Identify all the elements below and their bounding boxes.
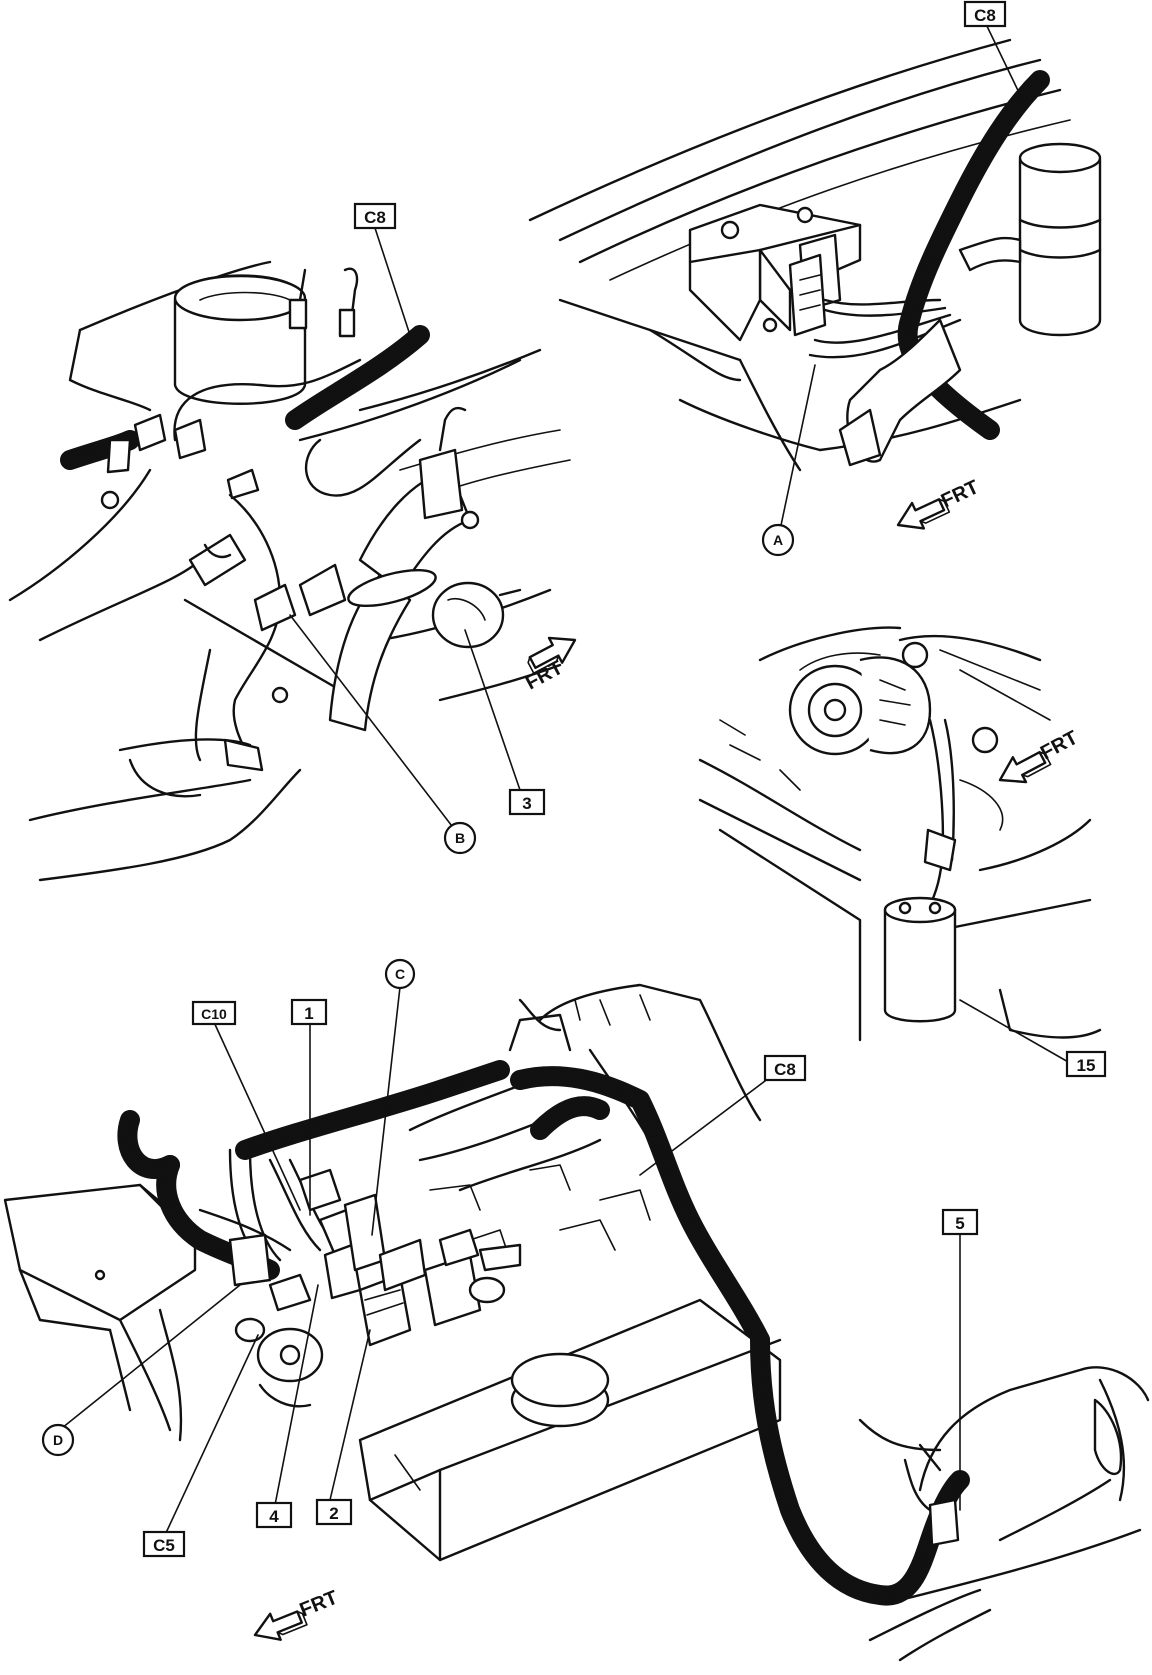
frt-label-bottom-view: FRT [297, 1587, 341, 1622]
leader-c8-top [984, 21, 1026, 106]
callout-2-label: 2 [329, 1504, 338, 1523]
leader-d [61, 1284, 241, 1429]
leader-c8-bottom [639, 1074, 774, 1176]
leader-a [779, 364, 816, 531]
callout-c8-top [963, 0, 1007, 28]
callout-1 [290, 998, 328, 1026]
leader-c [371, 986, 401, 1236]
callout-b [443, 821, 477, 855]
leader-c8-left [374, 227, 411, 336]
callout-c8-bottom [763, 1054, 807, 1082]
view-top-left-engine [8, 260, 571, 882]
callout-b-label: B [455, 830, 465, 846]
frt-arrow-left-view: FRT [521, 626, 583, 694]
callout-c8-top-label: C8 [974, 6, 996, 25]
leader-3 [464, 629, 521, 791]
callout-2 [315, 1498, 353, 1526]
callout-3-label: 3 [522, 794, 531, 813]
view-middle-right-engine [698, 626, 1102, 1042]
callout-c8-left [353, 202, 397, 230]
callout-15-label: 15 [1077, 1056, 1096, 1075]
callout-15 [1065, 1050, 1107, 1078]
callout-c10 [191, 1000, 237, 1026]
leader-4 [274, 1284, 319, 1506]
callout-d-label: D [53, 1432, 63, 1448]
callout-c5-label: C5 [153, 1536, 175, 1555]
callout-4 [255, 1501, 293, 1529]
frt-arrow-bottom-view: FRT [248, 1587, 341, 1650]
callout-c8-bottom-label: C8 [774, 1060, 796, 1079]
callout-c [384, 958, 416, 990]
view-top-right-cowl [528, 38, 1102, 472]
callout-c8-left-label: C8 [364, 208, 386, 227]
frt-arrow-top-right-view: FRT [890, 476, 983, 539]
frt-arrow-middle-right-view: FRT [992, 727, 1082, 794]
callout-3 [508, 788, 546, 816]
leader-c10 [212, 1019, 301, 1211]
leader-15 [959, 999, 1071, 1064]
callout-5 [941, 1208, 979, 1236]
callout-a-label: A [773, 532, 783, 548]
callout-5-label: 5 [955, 1214, 964, 1233]
leader-2 [329, 1329, 371, 1501]
callout-a [761, 523, 795, 557]
callout-c10-label: C10 [201, 1006, 227, 1022]
view-bottom-engine-transmission [3, 983, 1150, 1662]
callout-d [41, 1423, 75, 1457]
leader-b [289, 614, 456, 831]
callout-4-label: 4 [269, 1507, 279, 1526]
leader-c5 [164, 1334, 259, 1536]
callout-c5 [142, 1530, 186, 1558]
callout-c-label: C [395, 966, 405, 982]
callout-1-label: 1 [304, 1004, 313, 1023]
frt-label-top-right-view: FRT [938, 476, 983, 512]
frt-label-middle-right-view: FRT [1037, 727, 1082, 765]
